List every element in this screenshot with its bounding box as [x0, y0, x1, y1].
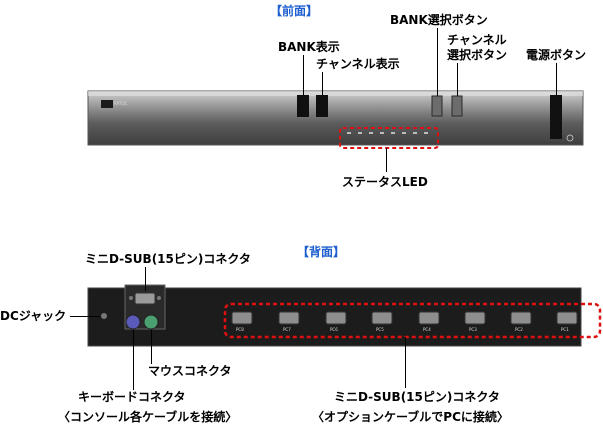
console-connector-leader	[145, 267, 146, 291]
port-label: PC4	[423, 327, 431, 332]
dc-jack-label: DCジャック	[0, 309, 67, 323]
pc-cables-note: 〈オプションケーブルでPCに接続〉	[312, 410, 509, 424]
mouse-connector-leader	[151, 330, 152, 364]
port-label: PC8	[236, 327, 244, 332]
power-button-label: 電源ボタン	[526, 48, 587, 62]
power-button-leader	[556, 63, 557, 95]
port-label: PC1	[561, 327, 569, 332]
console-cables-note: 〈コンソール各ケーブルを接続〉	[58, 410, 238, 424]
channel-display-leader	[322, 72, 323, 95]
bank-display-leader	[303, 55, 304, 95]
bank-select-leader	[437, 28, 438, 96]
brand-logo: RATOC	[114, 101, 128, 106]
channel-select-label-line1: チャンネル	[447, 33, 507, 47]
bank-display-label: BANK表示	[278, 40, 340, 54]
status-led-leader	[386, 148, 387, 172]
channel-display-label: チャンネル表示	[316, 57, 400, 71]
bank-select-label: BANK選択ボタン	[390, 13, 488, 27]
pc-connectors-leader	[405, 337, 406, 388]
status-led-row	[347, 132, 428, 134]
port-label: PC2	[515, 327, 523, 332]
keyboard-connector-label: キーボードコネクタ	[78, 390, 186, 404]
mouse-connector-label: マウスコネクタ	[148, 364, 232, 378]
status-led-label: ステータスLED	[342, 175, 428, 189]
port-label: PC6	[330, 327, 338, 332]
port-label: PC7	[283, 327, 291, 332]
keyboard-connector-leader	[133, 330, 134, 390]
port-label: PC5	[376, 327, 384, 332]
front-section-title: 【前面】	[270, 4, 319, 18]
channel-select-leader	[457, 63, 458, 96]
console-connector-label: ミニD-SUB(15ピン)コネクタ	[85, 252, 251, 266]
front-panel-device	[87, 90, 584, 149]
channel-select-label-line2: 選択ボタン	[447, 48, 508, 62]
dc-jack-leader	[70, 316, 100, 317]
port-label: PC3	[469, 327, 477, 332]
pc-connectors-label: ミニD-SUB(15ピン)コネクタ	[334, 390, 500, 404]
rear-section-title: 【背面】	[297, 245, 346, 259]
